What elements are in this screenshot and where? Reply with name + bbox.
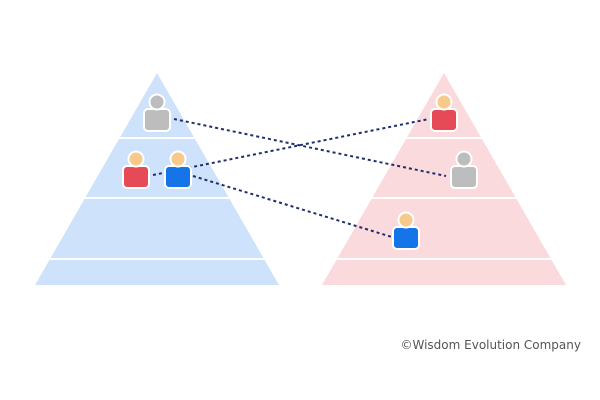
copyright-text: ©Wisdom Evolution Company	[400, 338, 581, 352]
connectors	[152, 118, 447, 238]
left-pyramid	[35, 73, 279, 285]
connector-red	[152, 118, 430, 176]
person-icon-right-blue	[392, 211, 420, 250]
person-icon-left-red	[122, 150, 150, 189]
right-pyramid-shape	[322, 73, 566, 285]
connector-gray	[173, 118, 447, 177]
connector-blue	[192, 175, 393, 238]
left-pyramid-shape	[35, 73, 279, 285]
person-icon-right-red	[430, 93, 458, 132]
right-pyramid	[322, 73, 566, 285]
person-icon-right-gray	[450, 150, 478, 189]
person-icon-left-blue	[164, 150, 192, 189]
person-icon-left-gray	[143, 93, 171, 132]
